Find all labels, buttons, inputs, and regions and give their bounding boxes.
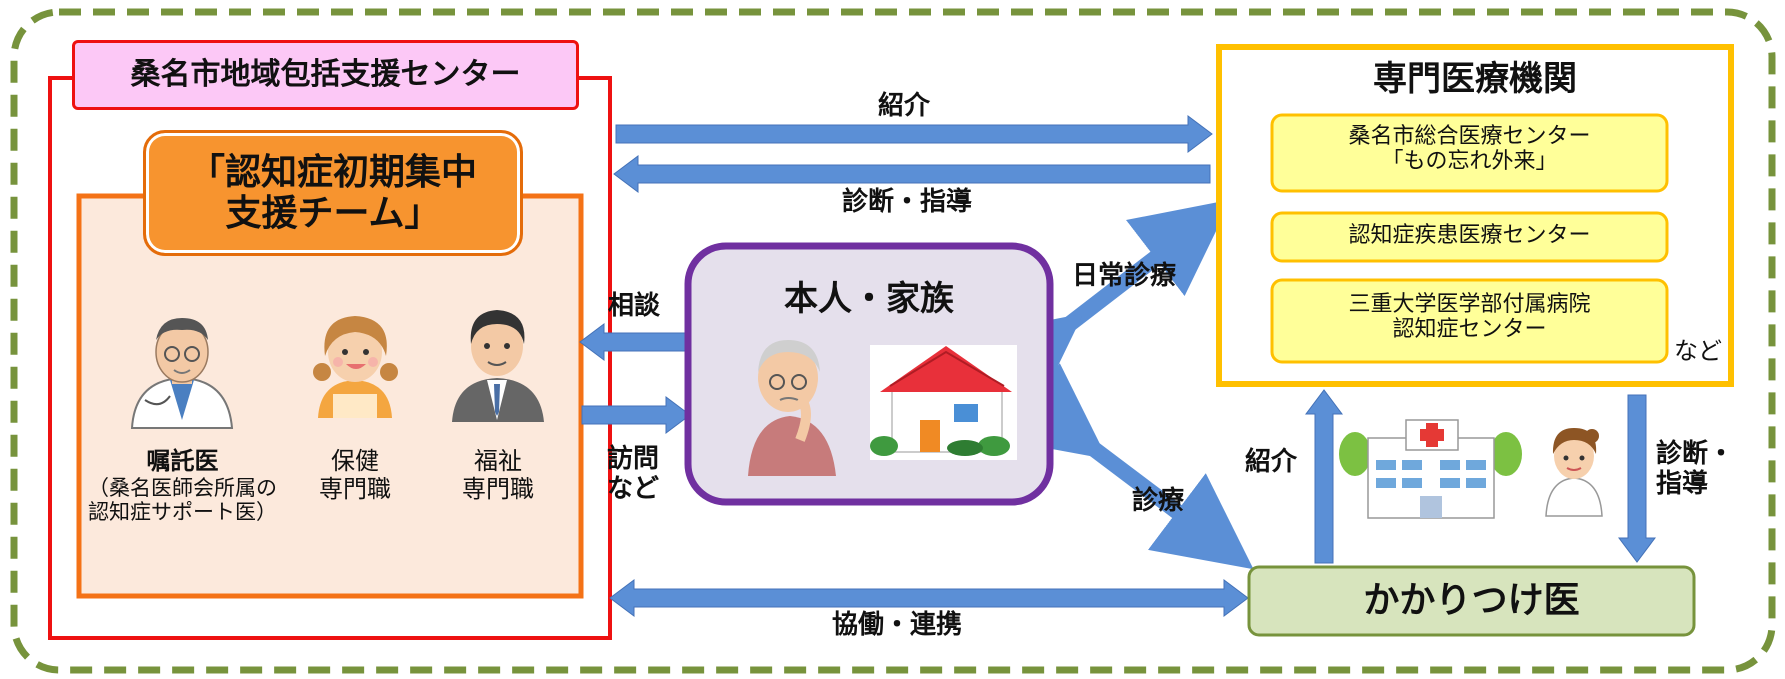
arrow-consult [579, 323, 689, 361]
label-referral-right: 紹介 [1245, 447, 1298, 477]
label-diagnosis-top: 診断・指導 [842, 187, 973, 217]
member-doctor-line2: （桑名医師会所属の [88, 475, 277, 500]
team-title-line2: 支援チーム」 [225, 193, 441, 234]
arrow-referral-up [1305, 389, 1343, 564]
welfare-worker-illustration [452, 310, 544, 422]
specialist-etc: など [1674, 337, 1722, 365]
label-collaboration: 協働・連携 [832, 610, 963, 640]
specialist-title: 専門医療機関 [1373, 59, 1577, 99]
label-visit-line2: など [607, 473, 660, 504]
member-health-line2: 専門職 [319, 474, 391, 503]
member-welfare-label: 福祉 専門職 [443, 447, 553, 503]
arrow-daily-care [978, 199, 1232, 411]
label-visit: 訪問 など [607, 444, 660, 505]
label-referral-top: 紹介 [878, 91, 931, 121]
member-health-label: 保健 専門職 [300, 447, 410, 503]
specialist-item-1-box [1270, 113, 1669, 193]
team-title-box: 「認知症初期集中 支援チーム」 [143, 130, 523, 256]
specialist-item-3: 三重大学医学部付属病院 認知症センター [1272, 292, 1667, 343]
member-welfare-line2: 専門職 [462, 474, 534, 503]
arrow-referral-top [615, 115, 1213, 153]
nurse-illustration [1545, 428, 1603, 517]
arrow-diagnosis-top [613, 155, 1211, 193]
gp-title: かかりつけ医 [1363, 580, 1580, 621]
patient-title: 本人・家族 [784, 279, 954, 319]
specialist-item-1: 桑名市総合医療センター 「もの忘れ外来」 [1272, 124, 1667, 175]
label-diagnosis-right-line1: 診断・ [1656, 439, 1735, 469]
label-care: 診療 [1132, 486, 1185, 516]
label-visit-line1: 訪問 [607, 444, 660, 474]
member-doctor-line3: 認知症サポート医） [88, 499, 277, 524]
house-illustration [870, 345, 1017, 460]
member-health-line1: 保健 [331, 447, 379, 475]
arrow-diagnosis-down [1618, 394, 1656, 563]
specialist-item-2-box [1270, 211, 1669, 263]
specialist-item-3-line1: 三重大学医学部付属病院 [1348, 292, 1591, 317]
outer-dashed-frame [10, 8, 1776, 674]
label-consult: 相談 [608, 291, 661, 321]
gp-frame [1247, 565, 1696, 637]
label-diagnosis-right: 診断・ 指導 [1656, 439, 1735, 500]
specialist-item-1-line2: 「もの忘れ外来」 [1381, 149, 1558, 175]
member-doctor-label: 嘱託医 （桑名医師会所属の 認知症サポート医） [85, 447, 280, 524]
specialist-item-3-box [1270, 278, 1669, 364]
label-daily-care: 日常診療 [1072, 261, 1177, 291]
member-welfare-line1: 福祉 [474, 447, 522, 475]
hospital-illustration [1339, 419, 1522, 519]
diagonal-arrows [978, 199, 1254, 570]
health-worker-illustration [313, 316, 398, 418]
specialist-item-1-line1: 桑名市総合医療センター [1348, 124, 1591, 149]
arrow-care [1002, 363, 1254, 570]
specialist-item-2: 認知症疾患医療センター [1348, 223, 1591, 248]
label-diagnosis-right-line2: 指導 [1656, 468, 1709, 499]
arrow-visit [581, 396, 691, 434]
team-title-line1: 「認知症初期集中 [188, 151, 477, 193]
doctor-illustration [130, 318, 234, 429]
center-title: 桑名市地域包括支援センター [130, 56, 521, 92]
member-doctor-line1: 嘱託医 [146, 447, 219, 475]
elderly-person-illustration [748, 340, 836, 476]
specialist-item-3-line2: 認知症センター [1392, 317, 1547, 343]
center-title-box: 桑名市地域包括支援センター [72, 40, 579, 110]
